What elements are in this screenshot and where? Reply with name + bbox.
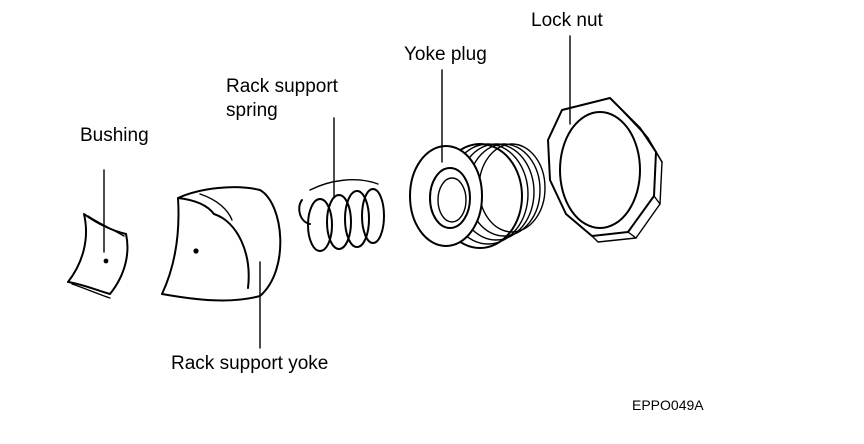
lock-nut-part bbox=[547, 97, 663, 243]
rack-support-yoke-label: Rack support yoke bbox=[171, 353, 329, 374]
bushing-part bbox=[67, 213, 129, 299]
bushing-label: Bushing bbox=[80, 125, 149, 146]
figure-code: EPPO049A bbox=[632, 397, 704, 413]
rack-support-spring-part bbox=[298, 179, 385, 252]
spring-label-line1: Rack support bbox=[226, 76, 338, 97]
leader-lines bbox=[103, 35, 571, 349]
spring-label-line2: spring bbox=[226, 100, 278, 121]
rack-support-yoke-part bbox=[161, 186, 282, 302]
yoke-plug-label: Yoke plug bbox=[404, 44, 487, 65]
yoke-plug-part bbox=[409, 143, 546, 249]
lock-nut-label: Lock nut bbox=[531, 10, 603, 31]
